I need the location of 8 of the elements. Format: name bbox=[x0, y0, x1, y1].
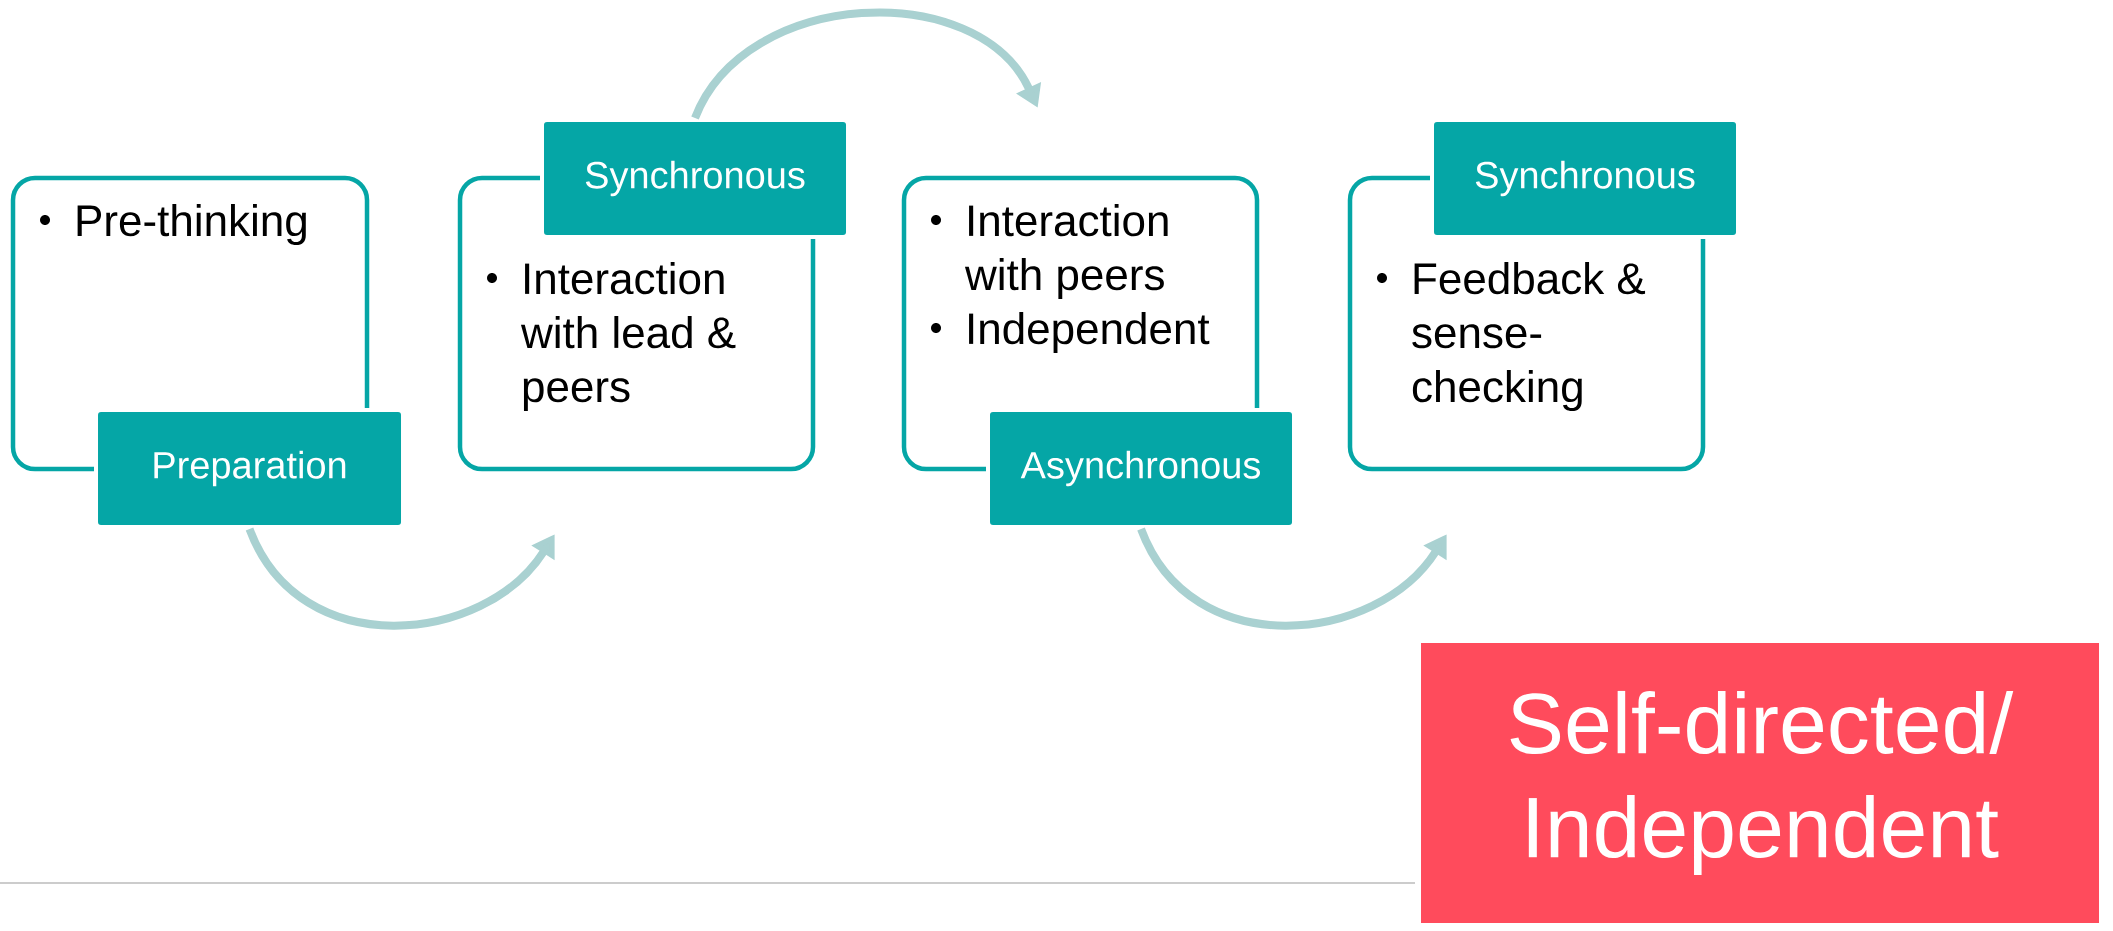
label-tab: Synchronous bbox=[540, 118, 850, 239]
arrow bbox=[245, 527, 555, 630]
arrow bbox=[691, 9, 1042, 120]
label-tab: Asynchronous bbox=[986, 408, 1296, 529]
callout-box: Self-directed/ Independent bbox=[1415, 637, 2105, 929]
label-tab: Synchronous bbox=[1430, 118, 1740, 239]
arrow bbox=[1137, 527, 1447, 630]
label-tab: Preparation bbox=[94, 408, 405, 529]
